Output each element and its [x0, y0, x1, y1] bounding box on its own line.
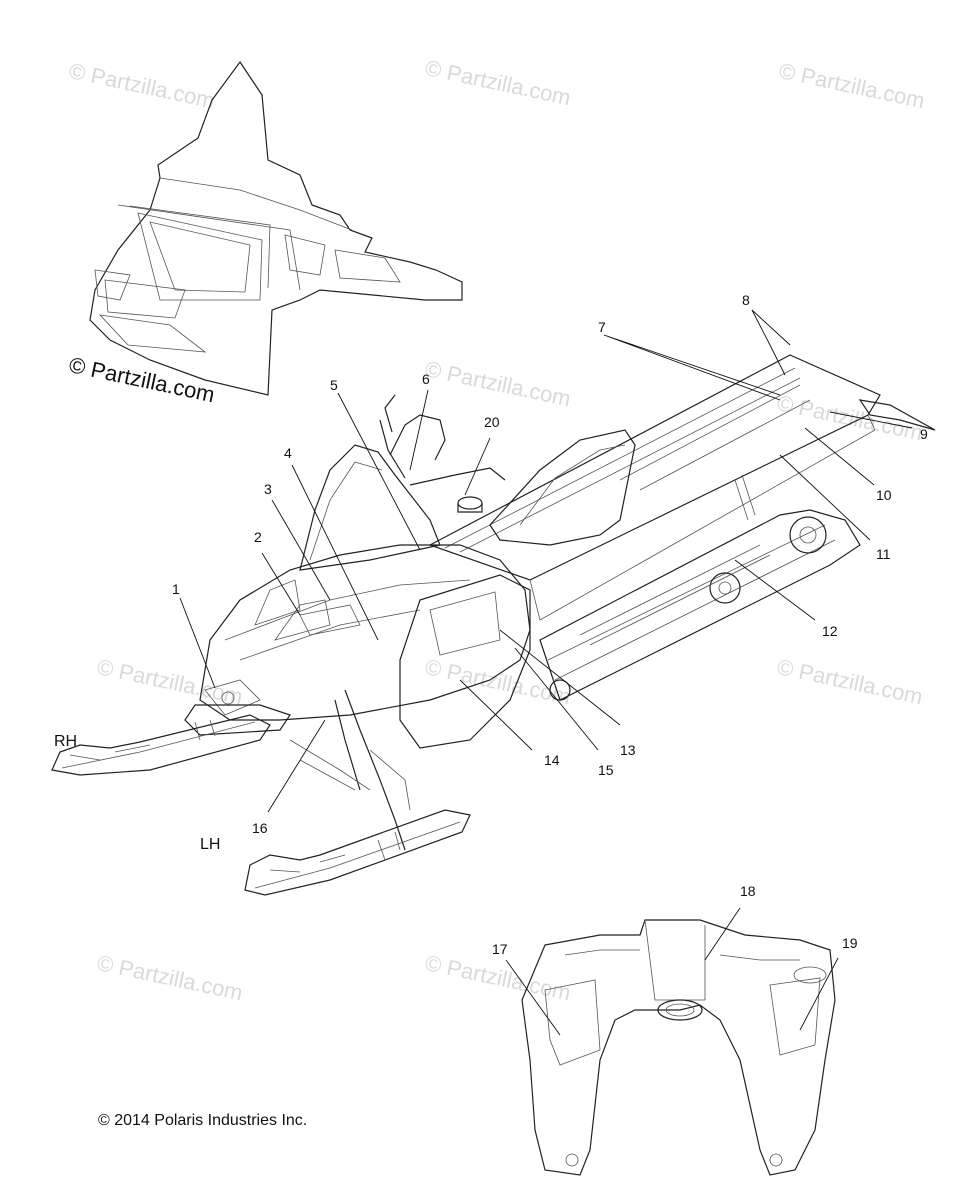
callout-15: 15 — [598, 762, 614, 778]
callout-18: 18 — [740, 883, 756, 899]
callout-16: 16 — [252, 820, 268, 836]
callout-7: 7 — [598, 319, 606, 335]
callout-3: 3 — [264, 481, 272, 497]
rh-label: RH — [54, 733, 78, 750]
callout-1: 1 — [172, 581, 180, 597]
callout-19: 19 — [842, 935, 858, 951]
callout-13: 13 — [620, 742, 636, 758]
callout-9: 9 — [920, 426, 928, 442]
callout-leaders — [179, 309, 913, 1036]
callout-20: 20 — [484, 414, 500, 430]
callout-14: 14 — [544, 752, 560, 768]
callout-5: 5 — [330, 377, 338, 393]
callout-4: 4 — [284, 445, 292, 461]
lh-label: LH — [200, 836, 221, 853]
windshield-decal-drawing — [89, 60, 463, 396]
copyright-notice: © 2014 Polaris Industries Inc. — [98, 1112, 308, 1129]
callout-12: 12 — [822, 623, 838, 639]
callout-17: 17 — [492, 941, 508, 957]
callout-6: 6 — [422, 371, 430, 387]
callout-10: 10 — [876, 487, 892, 503]
hood-drawing — [521, 919, 836, 1176]
snowmobile-drawing — [51, 354, 936, 896]
callout-8: 8 — [742, 292, 750, 308]
callout-11: 11 — [876, 546, 891, 562]
callout-2: 2 — [254, 529, 262, 545]
